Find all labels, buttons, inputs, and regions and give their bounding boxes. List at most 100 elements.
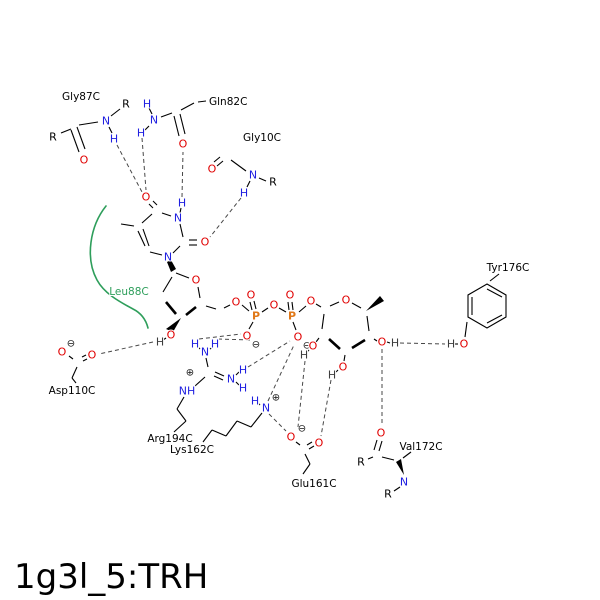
bond-line: [205, 357, 209, 368]
bond-line: [258, 177, 267, 182]
bond-line: [308, 445, 315, 450]
bond-line: [329, 301, 340, 307]
bond-line: [304, 453, 311, 465]
bond-line: [172, 245, 181, 254]
ligand-thymine-ring: N N H O O: [120, 190, 211, 272]
bond-line: [464, 321, 468, 338]
bond-line: [214, 371, 225, 377]
bond-line: [298, 305, 307, 313]
bond-line: [71, 377, 77, 384]
atom-oxygen-label: O: [58, 346, 67, 359]
atom-oxygen-label: O: [307, 295, 316, 308]
bond-line: [149, 251, 163, 256]
ligand-diphosphate: P P O O O O O ⊖ ⊖ O: [241, 288, 322, 352]
atom-oxygen-label: O: [377, 427, 386, 440]
hydrogen-bond-line: [141, 137, 147, 191]
bond-line: [366, 315, 370, 332]
hydrogen-bond-line: [399, 342, 446, 345]
ligand-deoxyribose: O O H O: [155, 272, 242, 350]
bond-line: [367, 456, 374, 460]
atom-oxygen-label: O: [80, 154, 89, 167]
residue-label-glu161c: Glu161C: [291, 478, 336, 490]
bond-line: [213, 375, 224, 381]
bond-line: [315, 303, 322, 308]
atom-hydrogen-label: H: [239, 364, 247, 377]
residue-label-gly87c: Gly87C: [62, 91, 100, 103]
bond-line: [179, 207, 182, 214]
atom-nitrogen-label: N: [262, 402, 270, 415]
charge-minus: ⊖: [303, 341, 311, 352]
bond-line: [68, 355, 74, 360]
atom-hydrogen-label: H: [447, 338, 455, 351]
bond-line: [291, 301, 294, 311]
bond-line: [162, 276, 173, 293]
bond-line: [253, 300, 257, 310]
bond-line: [378, 440, 383, 452]
atom-hydrogen-label: H: [300, 349, 308, 362]
atom-oxygen-label: O: [192, 274, 201, 287]
hydrogen-bond-line: [268, 413, 287, 432]
bond-line: [486, 288, 503, 298]
atom-oxygen-label: O: [247, 289, 256, 302]
atom-oxygen-label: O: [294, 331, 303, 344]
residue-label-asp110c: Asp110C: [49, 385, 96, 397]
bond-line: [278, 307, 287, 313]
residue-label-gln82c: Gln82C: [209, 96, 247, 108]
atom-oxygen-label: O: [286, 289, 295, 302]
hydrogen-bond-line: [217, 338, 251, 341]
bond-line: [179, 113, 186, 135]
bond-line: [236, 420, 252, 428]
bond-line: [142, 228, 150, 247]
atom-oxygen-label: O: [232, 296, 241, 309]
bond-line: [141, 213, 153, 224]
bond-line: [373, 439, 378, 451]
atom-nitrogen-label: N: [164, 251, 172, 264]
atom-hydrogen-label: H: [239, 382, 247, 395]
atom-oxygen-label: O: [167, 329, 176, 342]
bond-line: [194, 376, 206, 387]
hydrophobic-arc: [89, 205, 149, 329]
bond-line: [176, 396, 185, 410]
ligand-rhamnose: O O H O H O H: [299, 293, 400, 383]
hydrogen-bond-line: [247, 340, 291, 368]
bond-line: [179, 223, 184, 238]
bond-line: [81, 354, 87, 358]
residue-tyr176c: O H Tyr176C: [446, 261, 530, 352]
residue-label-gly10c: Gly10C: [243, 132, 281, 144]
bond-line: [249, 301, 253, 311]
hydrophobic-contact-leu88c: Leu88C: [89, 205, 150, 329]
charge-minus: ⊖: [67, 339, 75, 350]
residue-arg194c: N H H N H H NH ⊕ Arg194C: [146, 337, 248, 447]
bond-line: [175, 272, 190, 279]
atom-hydrogen-label: H: [137, 127, 145, 140]
atom-oxygen-label: O: [142, 191, 151, 204]
atom-phosphorus-label: P: [288, 310, 296, 323]
bond-line: [315, 337, 320, 343]
atom-oxygen-label: O: [88, 349, 97, 362]
stereo-wedge-bond: [396, 459, 404, 475]
stereo-wedge-bond: [167, 260, 176, 272]
bond-line: [486, 314, 503, 324]
bond-line: [381, 456, 395, 461]
bond-line: [180, 102, 195, 111]
r-group-label: R: [357, 456, 365, 469]
bond-line: [162, 337, 167, 341]
atom-hydrogen-label: H: [240, 187, 248, 200]
stereo-wedge-bond: [166, 318, 181, 332]
residue-label-leu88c: Leu88C: [109, 286, 148, 298]
atom-nitrogen-label: N: [249, 169, 257, 182]
atom-oxygen-label: O: [208, 163, 217, 176]
charge-plus: ⊕: [186, 368, 194, 379]
bond-line: [235, 381, 240, 386]
atom-nh-label: NH: [179, 385, 196, 398]
hydrogen-bond-line: [267, 344, 295, 402]
atom-oxygen-label: O: [243, 330, 252, 343]
bond-line: [137, 230, 146, 247]
bond-line: [176, 408, 187, 422]
bond-line: [205, 305, 217, 310]
residue-label-arg194c: Arg194C: [147, 433, 192, 445]
hydrogen-bond-line: [116, 144, 143, 193]
atom-oxygen-label: O: [179, 138, 188, 151]
diagram-title: 1g3l_5:TRH: [14, 557, 208, 597]
